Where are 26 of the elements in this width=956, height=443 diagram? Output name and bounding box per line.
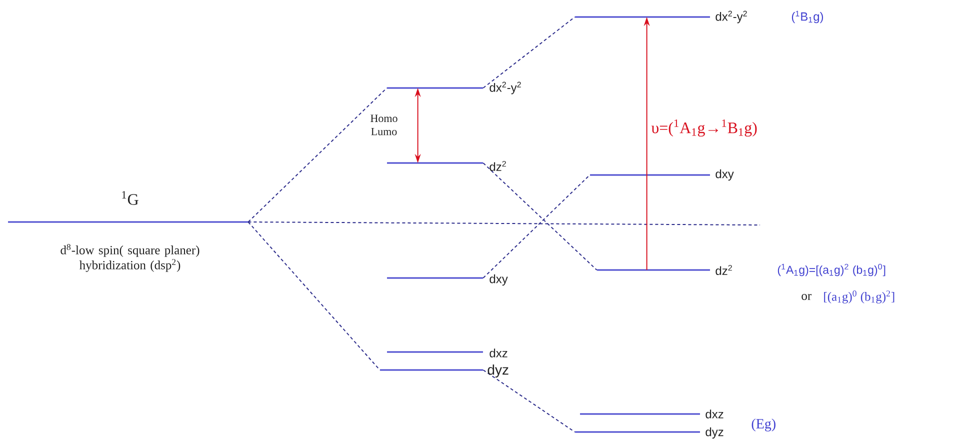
connector-line <box>248 222 380 370</box>
level-label: or <box>802 294 812 300</box>
level-label: d$^{8}$-low spin( square planer) hybridization (dsp$^{2}$) <box>60 244 200 272</box>
level-label: dxz <box>706 410 724 418</box>
edge-label: υ=($^{1}$A$_{1}$g→$^{1}$B$_{1}$g) <box>651 119 757 137</box>
level-label: dyz <box>706 427 724 439</box>
level-label: dxz <box>490 348 508 358</box>
connector-line <box>248 88 388 222</box>
level-label: ($^{1}$B$_{1}$g) <box>792 10 824 24</box>
level-label: dxy <box>490 274 508 286</box>
connector-line <box>482 174 590 278</box>
level-label: dyz <box>488 364 508 378</box>
level-label: dz$^{2}$ <box>716 264 732 276</box>
connector-line <box>248 222 760 226</box>
level-label: ($^{1}$A$_{1}$g)=[(a$_{1}$g)$^{2}$ (b$_{1}$g)$^{0}$] <box>778 264 886 276</box>
level-label: dx$^{2}$-y$^{2}$ <box>716 10 747 24</box>
level-label: dz$^{2}$ <box>490 160 506 172</box>
level-label: dxy <box>716 169 734 181</box>
level-label: dx$^{2}$-y$^{2}$ <box>490 82 521 94</box>
edge-label: Homo Lumo <box>370 114 398 136</box>
connector-line <box>482 370 576 432</box>
connector-line <box>482 16 576 88</box>
level-label: [(a$_{1}$g)$^{0}$ (b$_{1}$g)$^{2}$] <box>824 290 894 304</box>
level-label: (Eg) <box>752 418 776 432</box>
connector-line <box>482 162 598 270</box>
level-label: $^{1}$G <box>122 191 138 205</box>
